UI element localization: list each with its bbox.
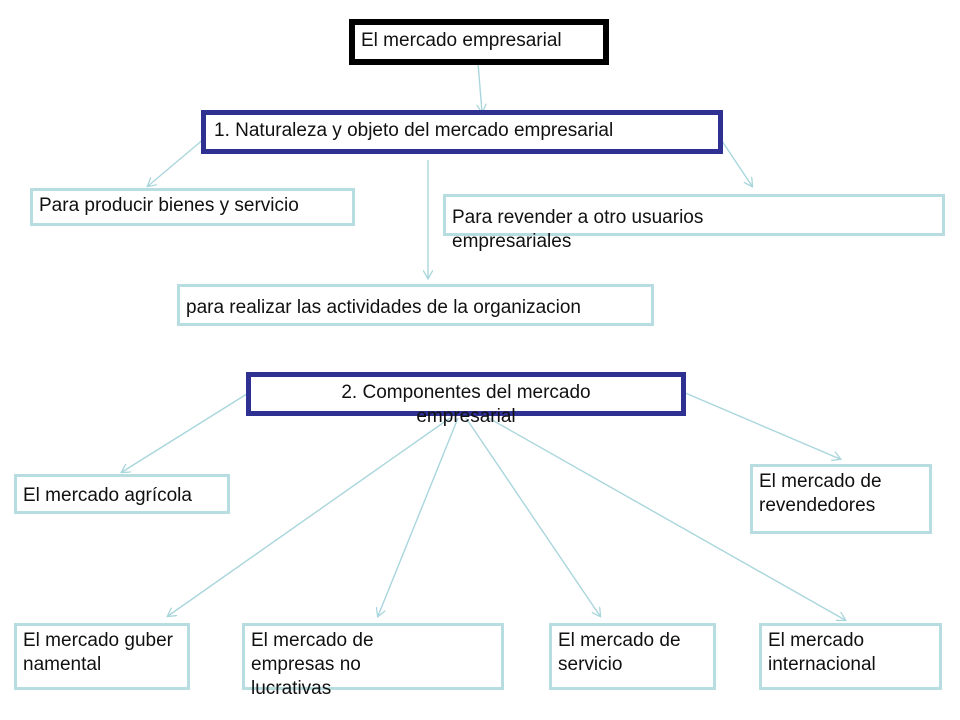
node-no-lucrativas-label: El mercado de empresas no lucrativas bbox=[251, 630, 374, 699]
node-servicio-label: El mercado de servicio bbox=[558, 630, 681, 675]
node-agricola: El mercado agrícola bbox=[14, 474, 230, 514]
section1-node: 1. Naturaleza y objeto del mercado empre… bbox=[201, 110, 723, 154]
node-no-lucrativas: El mercado de empresas no lucrativas bbox=[242, 623, 504, 699]
connector-section2-to-servicio bbox=[465, 417, 600, 616]
connector-section1-to-producir bbox=[148, 137, 206, 186]
node-revender-label: Para revender a otro usuarios empresaria… bbox=[452, 207, 704, 252]
node-servicio: El mercado de servicio bbox=[549, 623, 716, 690]
section2-node: 2. Componentes del mercado empresarial bbox=[246, 372, 686, 427]
connector-root-to-section1 bbox=[478, 62, 482, 112]
node-actividades: para realizar las actividades de la orga… bbox=[177, 284, 654, 326]
node-actividades-label: para realizar las actividades de la orga… bbox=[186, 297, 582, 318]
node-producir: Para producir bienes y servicio bbox=[30, 188, 355, 226]
root-node: El mercado empresarial bbox=[349, 19, 609, 65]
node-producir-label: Para producir bienes y servicio bbox=[39, 195, 299, 216]
section2-title: 2. Componentes del mercado empresarial bbox=[341, 382, 591, 427]
node-revender: Para revender a otro usuarios empresaria… bbox=[443, 194, 945, 252]
connector-section2-to-no-lucrativas bbox=[378, 417, 459, 616]
node-revendedores: El mercado de revendedores bbox=[750, 464, 932, 534]
root-node-label: El mercado empresarial bbox=[361, 30, 562, 51]
node-gubernamental-label: El mercado gubernamental bbox=[23, 630, 173, 675]
connector-section1-to-revender bbox=[719, 137, 752, 186]
section1-title: 1. Naturaleza y objeto del mercado empre… bbox=[214, 120, 614, 141]
connector-section2-to-revendedores bbox=[682, 391, 840, 459]
node-agricola-label: El mercado agrícola bbox=[23, 485, 192, 506]
connector-section2-to-gubernamental bbox=[168, 417, 451, 616]
node-internacional: El mercado internacional bbox=[759, 623, 942, 690]
node-revendedores-label: El mercado de revendedores bbox=[759, 471, 882, 516]
node-gubernamental: El mercado gubernamental bbox=[14, 623, 190, 690]
connector-section2-to-agricola bbox=[122, 391, 251, 472]
node-internacional-label: El mercado internacional bbox=[768, 630, 876, 675]
